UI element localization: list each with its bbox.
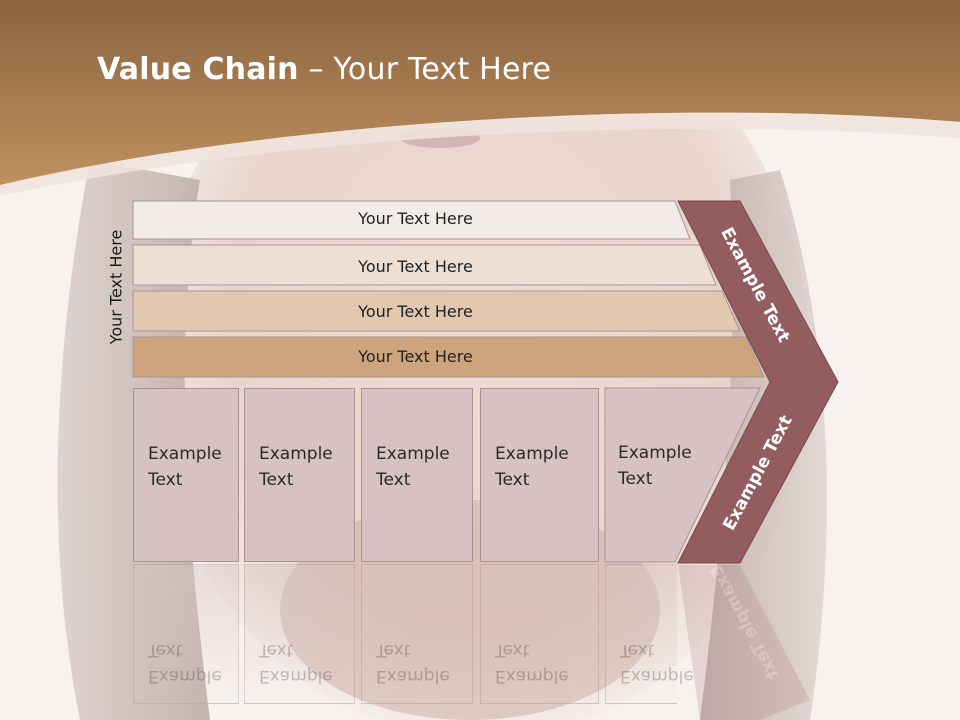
header-band <box>0 0 960 196</box>
box-1-reflection-text: Example Text <box>148 640 222 686</box>
box-5-reflection-text: Example Text <box>620 640 694 686</box>
box-1-reflection: Example Text <box>133 564 239 704</box>
box-3-reflection-text: Example Text <box>376 640 450 686</box>
box-2-text: Example Text <box>259 444 333 490</box>
box-4-reflection-text: Example Text <box>495 640 569 686</box>
box-1-text: Example Text <box>148 444 222 490</box>
box-5-reflection: Example Text <box>605 564 694 704</box>
bar-1-label: Your Text Here <box>358 209 473 228</box>
title-rest: – Your Text Here <box>298 52 552 87</box>
box-3-reflection: Example Text <box>361 564 473 704</box>
box-4: Example Text <box>480 388 599 562</box>
box-3: Example Text <box>361 388 473 562</box>
box-4-reflection: Example Text <box>480 564 599 704</box>
box-4-text: Example Text <box>495 444 569 490</box>
box-3-text: Example Text <box>376 444 450 490</box>
bar-2 <box>132 244 717 286</box>
bar-4 <box>132 336 765 378</box>
bar-4-label: Your Text Here <box>358 347 473 366</box>
box-1: Example Text <box>133 388 239 562</box>
box-5-shape <box>604 387 761 563</box>
bar-2-label: Your Text Here <box>358 257 473 276</box>
title-bold: Value Chain <box>97 52 299 87</box>
box-5-text: Example Text <box>618 443 692 489</box>
box-2-reflection: Example Text <box>244 564 355 704</box>
box-2: Example Text <box>244 388 355 562</box>
bar-1 <box>132 200 691 240</box>
box-2-reflection-text: Example Text <box>259 640 333 686</box>
bar-3-label: Your Text Here <box>358 302 473 321</box>
slide-title: Value Chain – Your Text Here <box>97 52 551 87</box>
bar-3 <box>132 290 741 332</box>
